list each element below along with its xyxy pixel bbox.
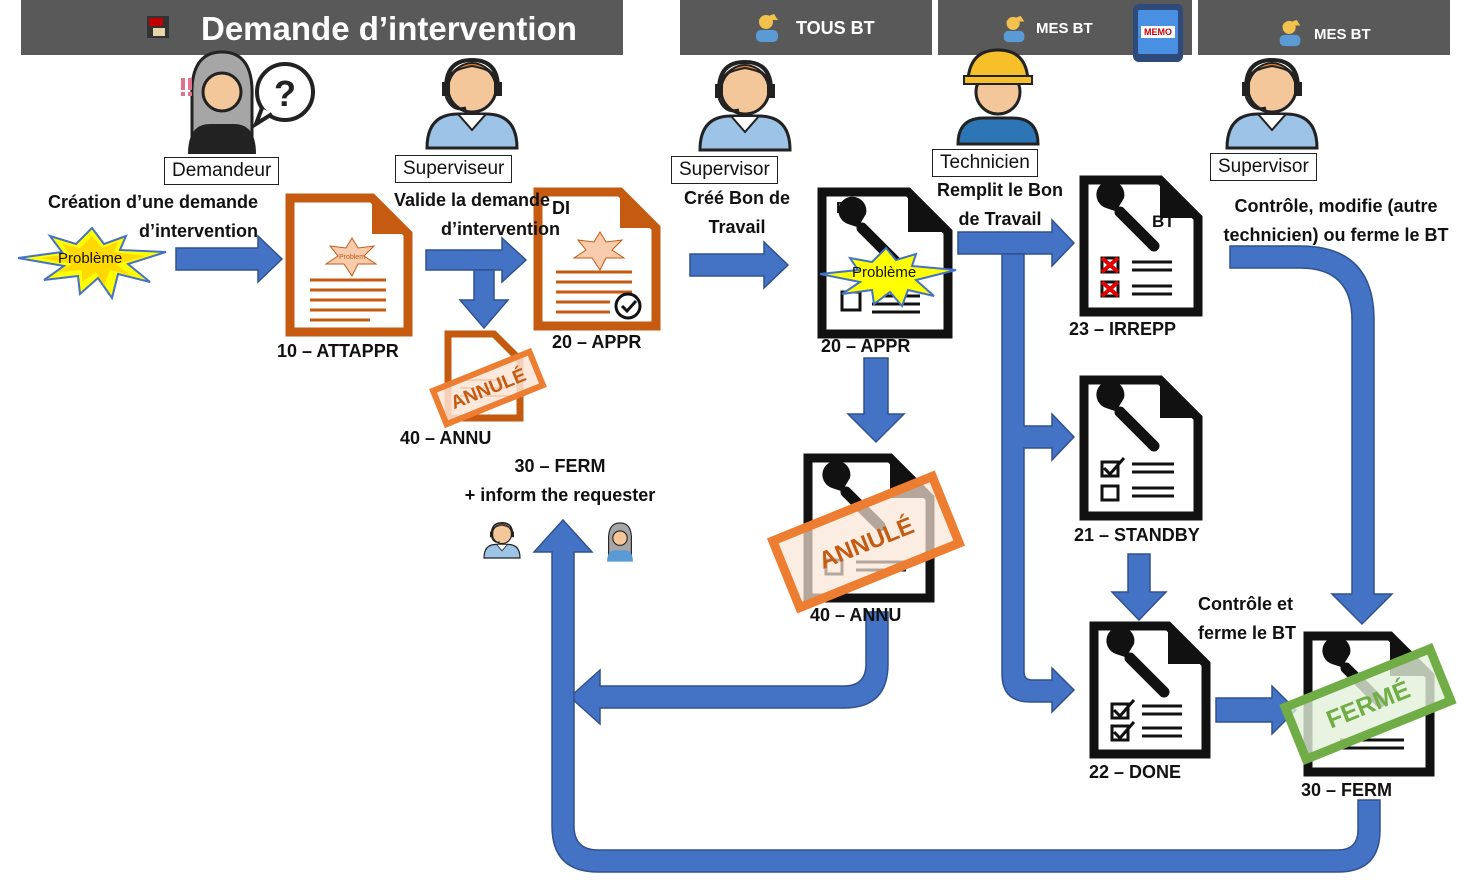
bt-standby-document-icon [1079, 380, 1203, 521]
role-technicien: Technicien [932, 149, 1038, 177]
tab-label: MES BT [1314, 26, 1371, 43]
probleme-burst-icon [17, 226, 167, 301]
header-title-bar: Demande d’intervention [21, 0, 623, 55]
tab-label: MES BT [1036, 20, 1093, 37]
supervisor-small-icon [483, 521, 521, 559]
role-supervisor: Supervisor [671, 156, 778, 184]
tab-label: TOUS BT [796, 18, 875, 38]
tab-mes-bt-2[interactable]: MES BT [1198, 0, 1450, 55]
app-logo-icon [145, 14, 171, 40]
role-demandeur: Demandeur [164, 157, 280, 185]
di-label: DI [552, 198, 570, 218]
role-supervisor-2: Supervisor [1210, 153, 1317, 181]
tab-tous-bt[interactable]: TOUS BT [680, 0, 932, 55]
worker-icon [1000, 14, 1030, 44]
technicien-person-icon [956, 48, 1040, 146]
tablet-memo-icon: MEMO [1133, 4, 1183, 62]
worker-icon [1276, 18, 1306, 48]
svg-text:Problem: Problem [339, 254, 365, 261]
bt-label: BT [836, 200, 858, 217]
requester-small-icon [607, 522, 633, 562]
bt-done-document-icon [1089, 626, 1211, 759]
bt-label: BT [1152, 212, 1175, 231]
question-bubble-icon: ? [252, 62, 315, 129]
supervisor-person-icon [698, 60, 792, 152]
page-title: Demande d’intervention [201, 10, 577, 47]
status-20-appr-bt: 20 – APPR [821, 336, 911, 356]
annule-stamp-large: ANNULÉ [766, 470, 966, 614]
status-23-irrepp: 23 – IRREPP [1069, 319, 1177, 339]
ferme-stamp: FERMÉ [1279, 642, 1457, 766]
status-20-appr-di: 20 – APPR [552, 332, 642, 352]
status-22-done: 22 – DONE [1089, 762, 1182, 782]
probleme-label: Problème [852, 264, 917, 281]
superviseur-person-icon [425, 58, 519, 150]
alert-icon [181, 78, 192, 96]
memo-badge: MEMO [1141, 26, 1175, 38]
di-document-icon: Problem [285, 193, 413, 337]
ferm-inform-text: 30 – FERM+ inform the requester [464, 456, 656, 505]
status-10-attappr: 10 – ATTAPPR [277, 341, 399, 361]
demandeur-person-icon [188, 50, 256, 154]
status-40-annu-bt: 40 – ANNU [810, 605, 902, 625]
supervisor-person-icon [1225, 58, 1319, 150]
status-30-ferm: 30 – FERM [1301, 780, 1393, 800]
role-superviseur: Superviseur [395, 155, 513, 183]
di-approved-document-icon [533, 187, 661, 331]
bt-irrepp-document-icon [1079, 180, 1203, 317]
arrows [175, 218, 1394, 873]
status-40-annu-di: 40 – ANNU [400, 428, 492, 448]
status-21-standby: 21 – STANDBY [1074, 525, 1200, 545]
worker-icon [752, 12, 784, 44]
svg-text:?: ? [274, 73, 296, 114]
probleme-burst-small [819, 246, 957, 308]
probleme-label: Problème [58, 250, 123, 267]
